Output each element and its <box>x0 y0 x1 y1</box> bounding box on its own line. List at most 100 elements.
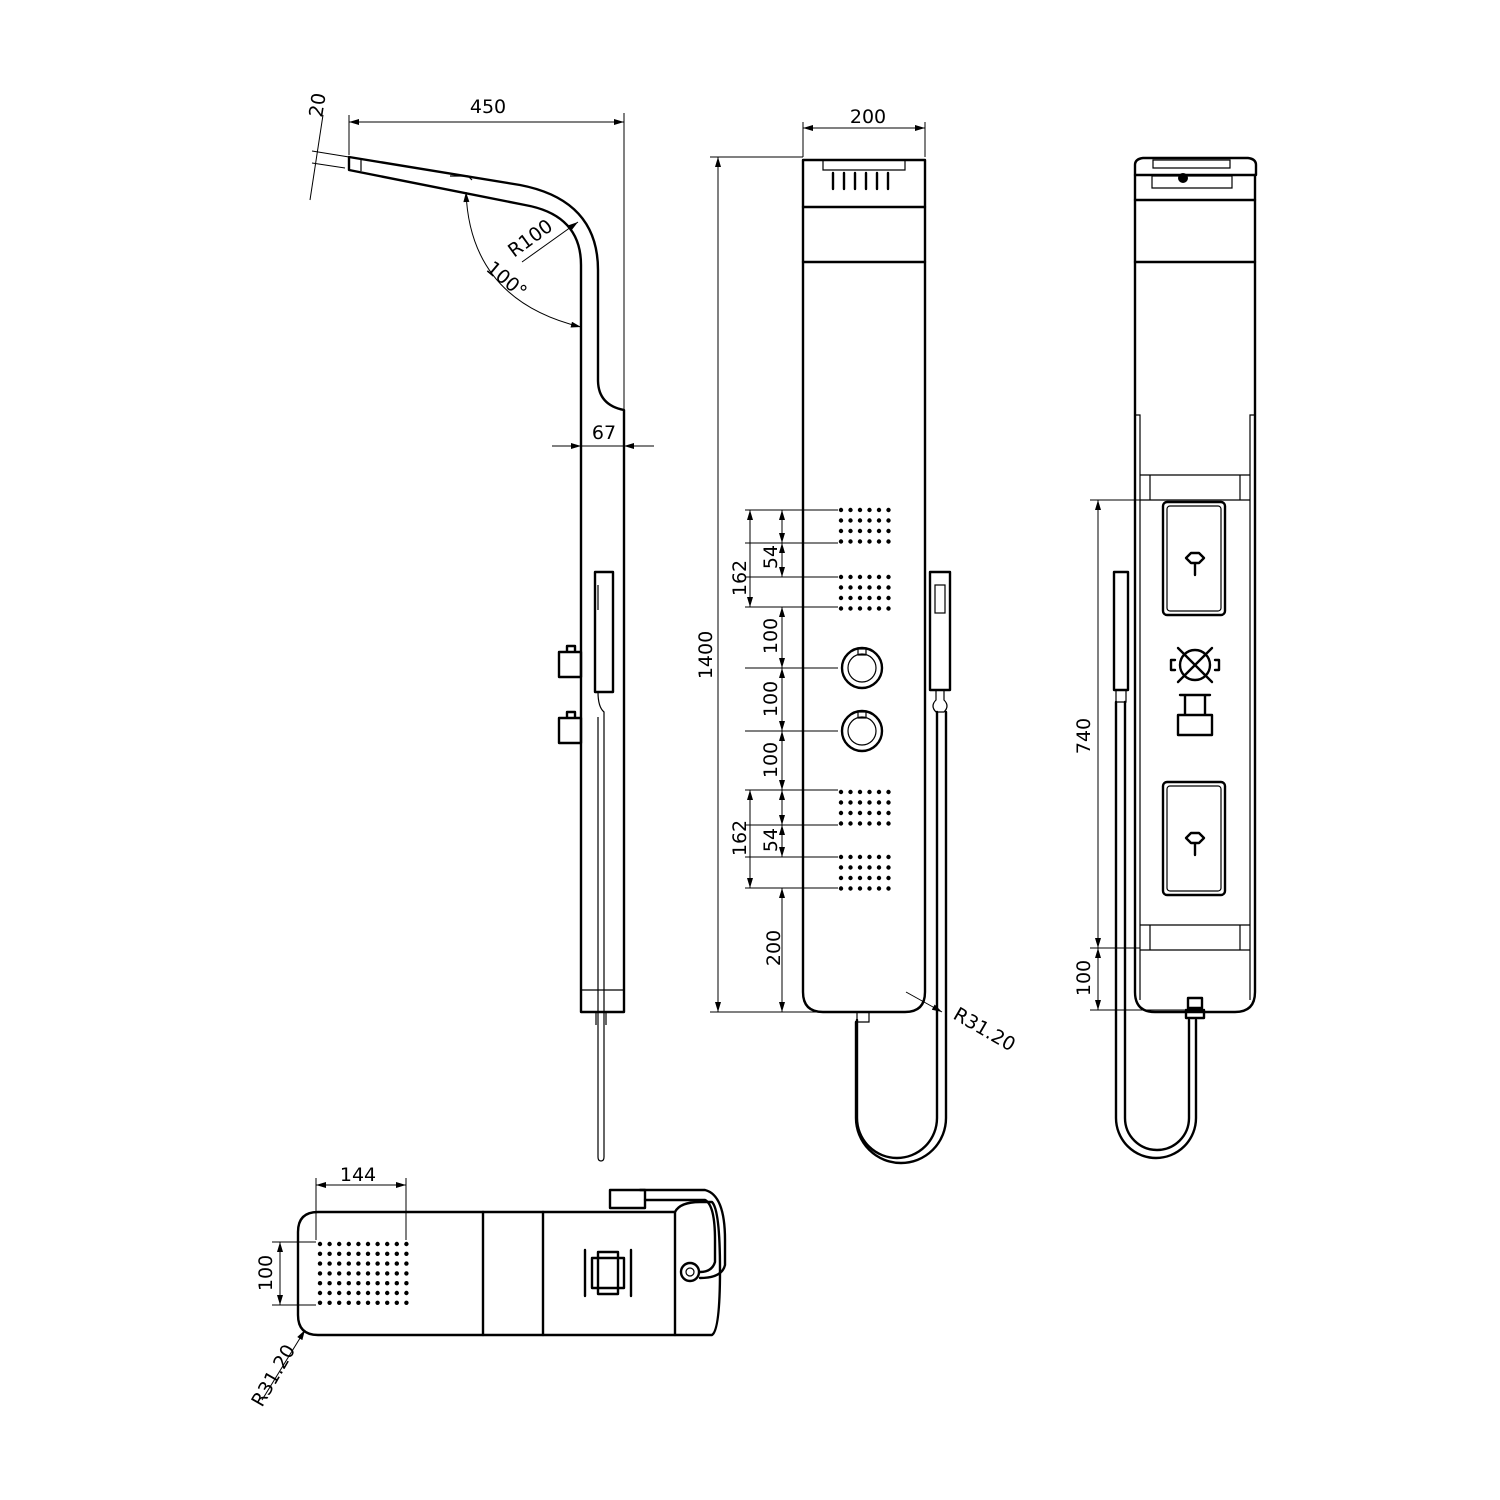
bottom-view: 144 100 R31.20 <box>247 1164 727 1411</box>
rain-jet-nozzle <box>385 1261 390 1266</box>
body-jet-nozzle <box>867 518 872 523</box>
body-jet-nozzle <box>848 854 853 860</box>
rain-jet-nozzle <box>337 1290 342 1296</box>
body-jet-nozzle <box>848 539 853 544</box>
body-jet-nozzle <box>876 886 882 891</box>
body-jet-nozzle <box>886 507 891 513</box>
body-jet-nozzle <box>876 875 882 881</box>
rain-jet-nozzle <box>346 1251 351 1257</box>
dim-head-thickness: 20 <box>305 91 331 118</box>
body-jet-nozzle <box>848 865 853 870</box>
rain-jet-nozzle <box>385 1290 390 1296</box>
body-jet-nozzle <box>886 789 891 795</box>
rain-jet-nozzle <box>356 1290 361 1296</box>
body-jet-nozzle <box>867 528 872 534</box>
rain-jet-nozzle <box>394 1271 399 1276</box>
rain-jet-nozzle <box>375 1271 380 1276</box>
body-jet-nozzle <box>838 507 844 513</box>
body-jet-nozzle <box>876 810 882 816</box>
body-jet-nozzle <box>876 585 882 590</box>
rain-jet-nozzle <box>365 1281 371 1286</box>
body-jet-nozzle <box>867 800 872 805</box>
body-jet-nozzle <box>867 507 872 513</box>
dim-height: 1400 <box>695 631 717 679</box>
body-jet-nozzle <box>838 865 844 870</box>
body-jet-nozzle <box>867 574 872 580</box>
body-jet-nozzle <box>876 865 882 870</box>
rain-jet-nozzle <box>327 1300 332 1306</box>
body-jet-nozzle <box>886 865 891 870</box>
body-jet-nozzle <box>886 606 891 611</box>
body-jet-nozzle <box>886 800 891 805</box>
body-jet-nozzle <box>876 789 882 795</box>
dim-body-depth: 67 <box>592 422 616 444</box>
rain-jet-nozzle <box>346 1241 351 1247</box>
body-jet-nozzle <box>838 854 844 860</box>
rain-jet-nozzle <box>356 1281 361 1286</box>
rain-jet-nozzle <box>356 1251 361 1257</box>
body-jet-nozzle <box>857 789 863 795</box>
rain-jet-nozzle <box>317 1241 323 1247</box>
rain-jet-nozzle <box>365 1261 371 1266</box>
rain-jet-nozzle <box>385 1241 390 1247</box>
dim-arm-angle: 100° <box>482 257 531 303</box>
body-jet-nozzle <box>848 810 853 816</box>
rain-jet-nozzle <box>404 1261 409 1266</box>
rain-jet-nozzle <box>327 1271 332 1276</box>
dim-inlet-bottom: 100 <box>1073 960 1095 996</box>
body-jet-nozzle <box>886 875 891 881</box>
body-jet-nozzle <box>867 539 872 544</box>
body-jet-nozzle <box>886 528 891 534</box>
rain-jet-nozzle <box>317 1300 323 1306</box>
body-jet-nozzle <box>857 800 863 805</box>
body-jet-nozzle <box>876 528 882 534</box>
dim-jets-top-pitch: 54 <box>760 545 782 569</box>
front-view: 200 1400 R31.20 162 54 100 100 100 162 5… <box>695 106 1020 1165</box>
rain-jet-nozzle <box>317 1251 323 1257</box>
rain-jet-nozzle <box>394 1300 399 1306</box>
body-jet-nozzle <box>848 800 853 805</box>
rain-jet-nozzle <box>404 1300 409 1306</box>
body-jet-nozzle <box>886 595 891 601</box>
rain-jet-nozzle <box>337 1281 342 1286</box>
rain-jet-nozzle <box>394 1281 399 1286</box>
body-jet-nozzle <box>867 585 872 590</box>
rain-jet-nozzle <box>404 1241 409 1247</box>
side-view: 450 20 R100 100° 67 <box>305 91 654 1162</box>
body-jet-nozzle <box>886 821 891 826</box>
rain-jet-nozzle <box>346 1261 351 1266</box>
rain-jet-nozzle <box>346 1281 351 1286</box>
dim-corner-radius: R31.20 <box>950 1003 1020 1056</box>
rain-jet-nozzle <box>365 1290 371 1296</box>
dim-jets-bottom-pitch: 54 <box>760 828 782 852</box>
body-jet-nozzle <box>876 539 882 544</box>
body-jet-nozzle <box>857 821 863 826</box>
body-jet-nozzle <box>848 595 853 601</box>
body-jet-nozzle <box>886 810 891 816</box>
rain-jet-nozzle <box>385 1251 390 1257</box>
rain-jet-nozzle <box>394 1261 399 1266</box>
rain-jet-nozzle <box>375 1290 380 1296</box>
rain-jet-nozzle <box>346 1300 351 1306</box>
body-jet-nozzle <box>838 606 844 611</box>
body-jet-nozzle <box>876 800 882 805</box>
rain-jet-nozzle <box>404 1290 409 1296</box>
rain-jet-nozzle <box>327 1251 332 1257</box>
body-jet-nozzle <box>857 886 863 891</box>
body-jet-nozzle <box>886 585 891 590</box>
body-jet-nozzle <box>857 865 863 870</box>
body-jet-nozzle <box>848 574 853 580</box>
rain-jet-nozzle <box>317 1271 323 1276</box>
rain-jet-nozzle <box>346 1290 351 1296</box>
body-jet-nozzle <box>848 886 853 891</box>
body-jet-nozzle <box>838 821 844 826</box>
body-jet-nozzle <box>838 875 844 881</box>
body-jet-nozzle <box>848 821 853 826</box>
rain-jet-nozzle <box>365 1271 371 1276</box>
body-jet-nozzle <box>838 595 844 601</box>
rain-jet-nozzle <box>375 1251 380 1257</box>
body-jet-nozzle <box>838 585 844 590</box>
rain-jet-nozzle <box>337 1300 342 1306</box>
